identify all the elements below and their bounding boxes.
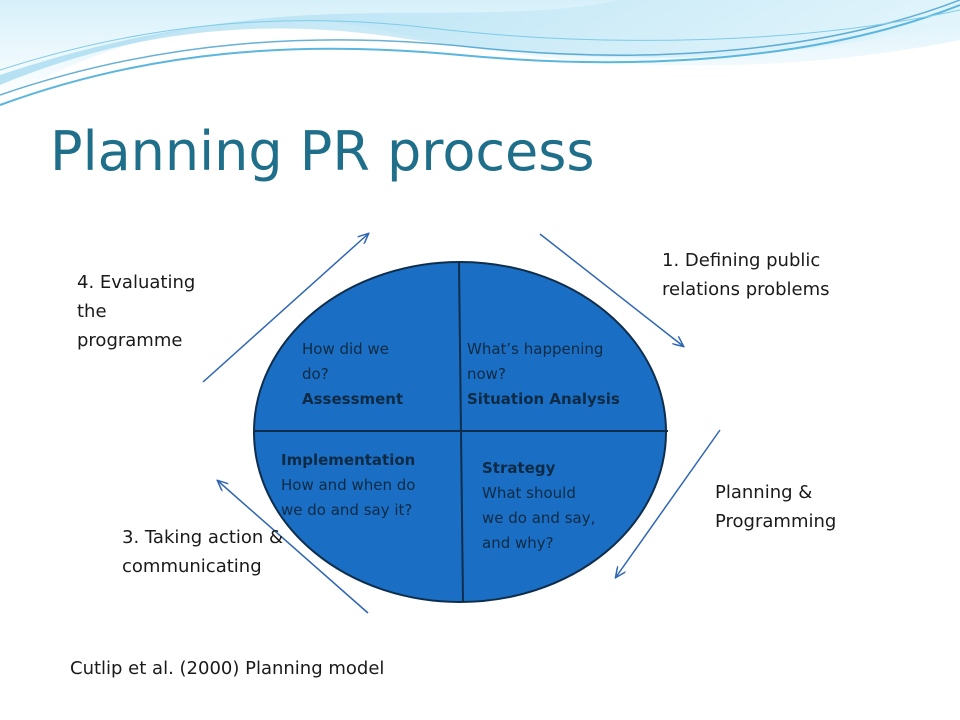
strategy-question-line1: What should	[482, 484, 576, 502]
taking-action-line2: communicating	[122, 556, 262, 577]
implementation-question-line1: How and when do	[281, 476, 416, 494]
defining-line1: 1. Defining public	[662, 250, 821, 271]
arrow-to-defining	[539, 233, 683, 346]
quadrant-implementation: Implementation How and when do we do and…	[281, 448, 415, 523]
wave-line-2	[0, 0, 960, 96]
step-evaluating-label: 4. Evaluating the programme	[77, 268, 195, 355]
arrow-to-planning	[616, 429, 721, 577]
quadrant-assessment: How did we do? Assessment	[302, 337, 403, 412]
evaluating-line2: the	[77, 301, 107, 322]
situation-name: Situation Analysis	[467, 390, 620, 408]
wave-line-1	[0, 4, 960, 106]
step-planning-label: Planning & Programming	[715, 478, 836, 536]
step-defining-label: 1. Defining public relations problems	[662, 246, 830, 304]
vertical-divider	[458, 262, 464, 603]
strategy-question-line2: we do and say,	[482, 509, 596, 527]
page-title: Planning PR process	[50, 120, 595, 183]
strategy-question-line3: and why?	[482, 534, 554, 552]
quadrant-strategy: Strategy What should we do and say, and …	[482, 456, 595, 556]
assessment-name: Assessment	[302, 390, 404, 408]
assessment-question-line1: How did we	[302, 340, 389, 358]
evaluating-line3: programme	[77, 330, 183, 351]
strategy-name: Strategy	[482, 459, 556, 477]
arrow-to-taking-action	[218, 481, 369, 614]
situation-question-line1: What’s happening	[467, 340, 604, 358]
implementation-name: Implementation	[281, 451, 416, 469]
evaluating-line1: 4. Evaluating	[77, 272, 196, 293]
defining-line2: relations problems	[662, 279, 830, 300]
assessment-question-line2: do?	[302, 365, 329, 383]
citation: Cutlip et al. (2000) Planning model	[70, 658, 385, 679]
arrow-to-evaluating	[202, 234, 368, 383]
quadrant-situation-analysis: What’s happening now? Situation Analysis	[467, 337, 620, 412]
wave-line-3	[0, 9, 960, 71]
wave-middle	[0, 0, 960, 85]
planning-line2: Programming	[715, 511, 837, 532]
planning-line1: Planning &	[715, 482, 813, 503]
taking-action-line1: 3. Taking action &	[122, 527, 284, 548]
situation-question-line2: now?	[467, 365, 506, 383]
implementation-question-line2: we do and say it?	[281, 501, 413, 519]
step-taking-action-label: 3. Taking action & communicating	[122, 523, 283, 581]
